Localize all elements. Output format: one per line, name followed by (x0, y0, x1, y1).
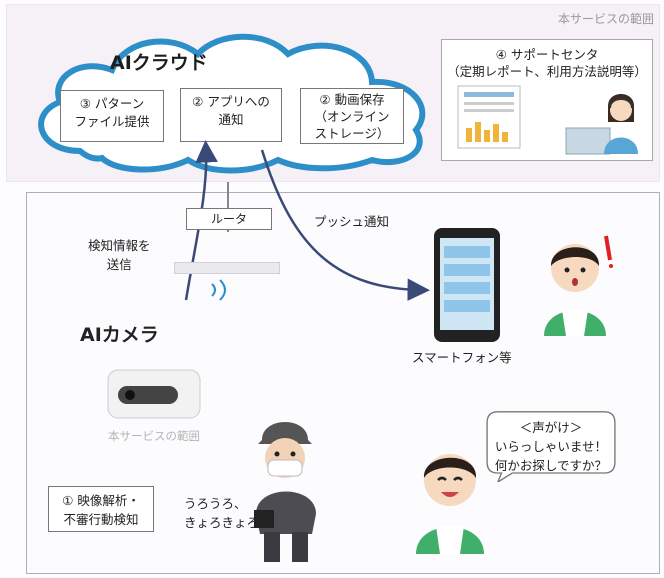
support-center-title: ④ サポートセンタ （定期レポート、利用方法説明等） (442, 46, 652, 80)
push-notify-arrow (260, 149, 430, 301)
pattern-file-box: ③ パターン ファイル提供 (60, 90, 164, 142)
speech-line-3: 何かお探しですか？ (494, 458, 608, 473)
pattern-file-line-1: ③ パターン (79, 96, 145, 111)
pattern-file-line-2: ファイル提供 (74, 114, 150, 129)
smartphone-label: スマートフォン等 (412, 350, 512, 365)
smartphone-icon (434, 228, 500, 342)
service-scope-label: 本サービスの範囲 (557, 12, 654, 26)
report-document-icon (457, 85, 521, 149)
support-operator-icon (565, 94, 638, 155)
camera-scope-label: 本サービスの範囲 (108, 429, 200, 443)
ai-camera-title: AIカメラ (80, 324, 159, 346)
speech-bubble (486, 411, 616, 482)
cloud-title: AIクラウド (110, 52, 208, 74)
app-notify-line-1: ② アプリへの (192, 94, 270, 109)
router-device (174, 262, 280, 274)
analysis-box: ① 映像解析・ 不審行動検知 (48, 486, 154, 532)
support-center-line-1: ④ サポートセンタ (495, 47, 599, 62)
suspicious-line-2: きょろきょろ (184, 515, 260, 530)
support-center-box: ④ サポートセンタ （定期レポート、利用方法説明等） (441, 39, 653, 161)
analysis-line-2: 不審行動検知 (63, 512, 139, 527)
send-info-line-2: 送信 (106, 257, 132, 272)
suspicious-line-1: うろうろ、 (184, 496, 247, 511)
send-info-label: 検知情報を 送信 (88, 236, 151, 274)
speech-bubble-text: ＜声がけ＞ いらっしゃいませ！ 何かお探しですか？ (478, 418, 624, 475)
send-info-line-1: 検知情報を (88, 238, 151, 253)
router-box: ルータ (186, 208, 272, 230)
support-center-line-2: （定期レポート、利用方法説明等） (447, 64, 647, 79)
app-notify-line-2: 通知 (218, 112, 244, 127)
staff-surprised-icon (544, 235, 613, 336)
push-notify-label: プッシュ通知 (314, 214, 390, 229)
video-storage-line-1: ② 動画保存 (319, 92, 385, 107)
suspicious-person-icon (254, 422, 316, 562)
app-notify-box: ② アプリへの 通知 (180, 88, 282, 142)
speech-line-2: いらっしゃいませ！ (494, 439, 608, 454)
video-storage-line-2: （オンライン (314, 109, 390, 124)
video-storage-box: ② 動画保存 （オンライン ストレージ） (300, 88, 404, 144)
video-storage-line-3: ストレージ） (314, 126, 390, 141)
wifi-icon (211, 279, 226, 301)
analysis-line-1: ① 映像解析・ (62, 493, 140, 508)
staff-greeting-icon (416, 454, 484, 554)
ai-camera-icon (107, 369, 201, 419)
suspicious-text: うろうろ、 きょろきょろ (184, 494, 259, 532)
speech-line-1: ＜声がけ＞ (519, 420, 583, 435)
